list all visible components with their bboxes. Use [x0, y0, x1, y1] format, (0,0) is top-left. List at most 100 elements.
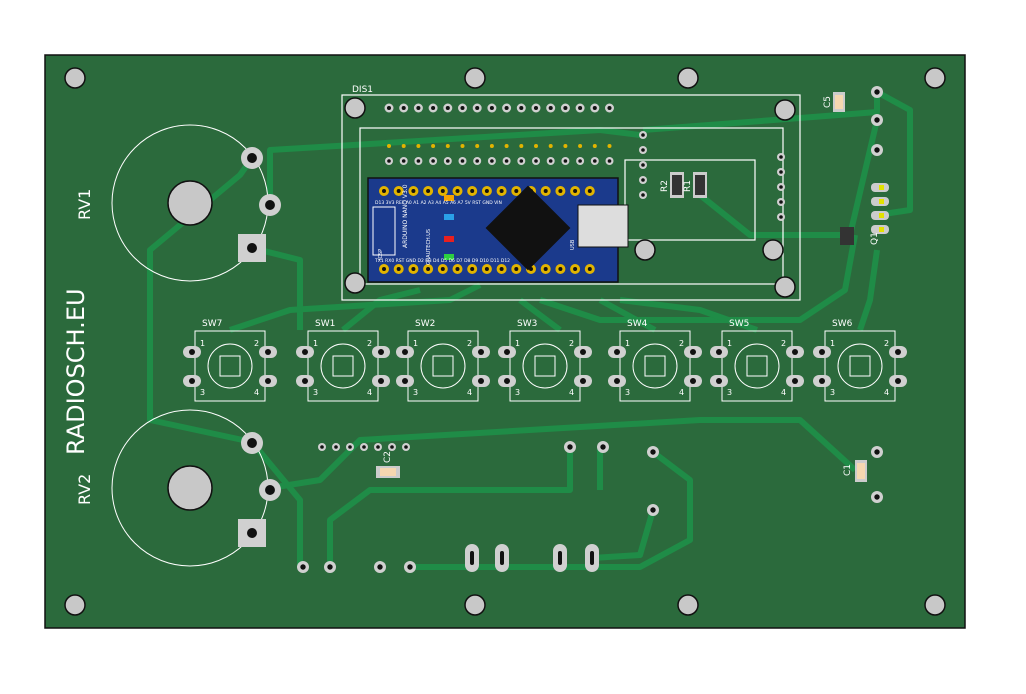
pad-drill	[580, 349, 586, 355]
trace	[591, 509, 656, 561]
jumper-pin	[879, 185, 884, 190]
pin-drill	[382, 267, 386, 271]
switch-pin-number: 4	[884, 388, 889, 397]
switch-pin-number: 2	[679, 339, 684, 348]
pad-drill	[641, 193, 645, 197]
pad-drill	[874, 449, 880, 455]
switch-label: SW7	[202, 319, 222, 329]
pad-drill	[779, 215, 783, 219]
trace	[539, 234, 858, 323]
mounting-hole	[762, 239, 784, 261]
pin-drill	[558, 267, 563, 271]
pad-drill	[500, 551, 504, 565]
switch-outline	[407, 330, 479, 402]
capacitor-c5	[835, 95, 843, 109]
header-pin-small	[475, 144, 480, 148]
arduino-maker-label: GRAUTECH.US	[426, 229, 432, 265]
switch-button-outline	[837, 343, 883, 389]
pad-drill	[265, 378, 271, 384]
pad-drill	[548, 105, 553, 111]
switch-button-outline	[522, 343, 568, 389]
switch-cap-outline	[332, 355, 354, 377]
silkscreen-outlines	[341, 94, 801, 301]
pad-drill	[478, 349, 484, 355]
switch-label: SW4	[627, 319, 648, 329]
pad-drill	[533, 105, 539, 111]
header-pin-small	[548, 144, 553, 148]
pad-drill	[641, 133, 645, 137]
pad-drill	[407, 564, 413, 570]
switch-pin-number: 2	[367, 339, 372, 348]
switch-pin-number: 4	[679, 388, 684, 397]
switch-cap-outline	[849, 355, 871, 377]
switch-cap-outline	[644, 355, 666, 377]
switch-button-outline	[207, 343, 253, 389]
switch-outline	[307, 330, 379, 402]
pad-drill	[265, 485, 275, 495]
pin-drill	[382, 189, 386, 193]
switch-pin-number: 3	[413, 388, 418, 397]
pad-drill	[650, 449, 656, 455]
header-pin-small	[578, 144, 583, 148]
c5-label: C5	[823, 96, 833, 108]
pot-label: RV2	[75, 474, 94, 505]
pad-drill	[548, 159, 553, 163]
pin-drill	[587, 189, 592, 193]
mounting-hole	[64, 67, 86, 89]
pad-drill	[401, 105, 406, 111]
pad-drill	[265, 349, 271, 355]
pad-drill	[470, 551, 474, 565]
switch-pin-number: 4	[569, 388, 574, 397]
header-pin-small	[519, 144, 524, 148]
switch-pin-number: 1	[830, 339, 835, 348]
pad-drill	[401, 159, 406, 163]
capacitor-c2	[380, 468, 396, 476]
pad-drill	[302, 378, 308, 384]
pin-drill	[411, 189, 416, 193]
display-label: DIS1	[352, 85, 373, 95]
trace	[249, 440, 303, 567]
pad-drill	[404, 445, 408, 449]
pin-drill	[426, 267, 431, 271]
header-pin-small	[401, 144, 406, 148]
switch-pin-number: 3	[313, 388, 318, 397]
trace	[518, 297, 562, 333]
switch-pin-number: 1	[515, 339, 520, 348]
pad-drill	[247, 528, 257, 538]
pin-drill	[499, 267, 504, 271]
display-inner-outline	[359, 127, 784, 285]
switch-pin-number: 2	[254, 339, 259, 348]
c2-label: C2	[383, 451, 393, 463]
jumper-pin	[879, 213, 884, 218]
switch-button-outline	[632, 343, 678, 389]
jumper-pin	[879, 199, 884, 204]
pad-drill	[265, 200, 275, 210]
mounting-hole	[774, 99, 796, 121]
pad-drill	[431, 105, 436, 111]
pad-drill	[590, 551, 594, 565]
pad-drill	[641, 178, 645, 182]
pad-drill	[247, 153, 257, 163]
pin-drill	[543, 189, 548, 193]
switch-label: SW2	[415, 319, 435, 329]
switch-pin-number: 4	[254, 388, 259, 397]
trace	[598, 297, 657, 333]
pin-drill	[455, 267, 460, 271]
pin-drill	[543, 267, 548, 271]
pad-drill	[376, 445, 380, 449]
potentiometer-rv2: RV2	[75, 409, 281, 567]
pad-drill	[792, 378, 798, 384]
pad-drill	[460, 105, 465, 111]
pad-drill	[402, 349, 408, 355]
switch-outline	[619, 330, 691, 402]
pad-drill	[614, 378, 620, 384]
display-outline	[341, 94, 801, 301]
pin-drill	[587, 267, 592, 271]
switch-button-outline	[320, 343, 366, 389]
switch-pin-number: 1	[727, 339, 732, 348]
pad-drill	[475, 159, 480, 163]
